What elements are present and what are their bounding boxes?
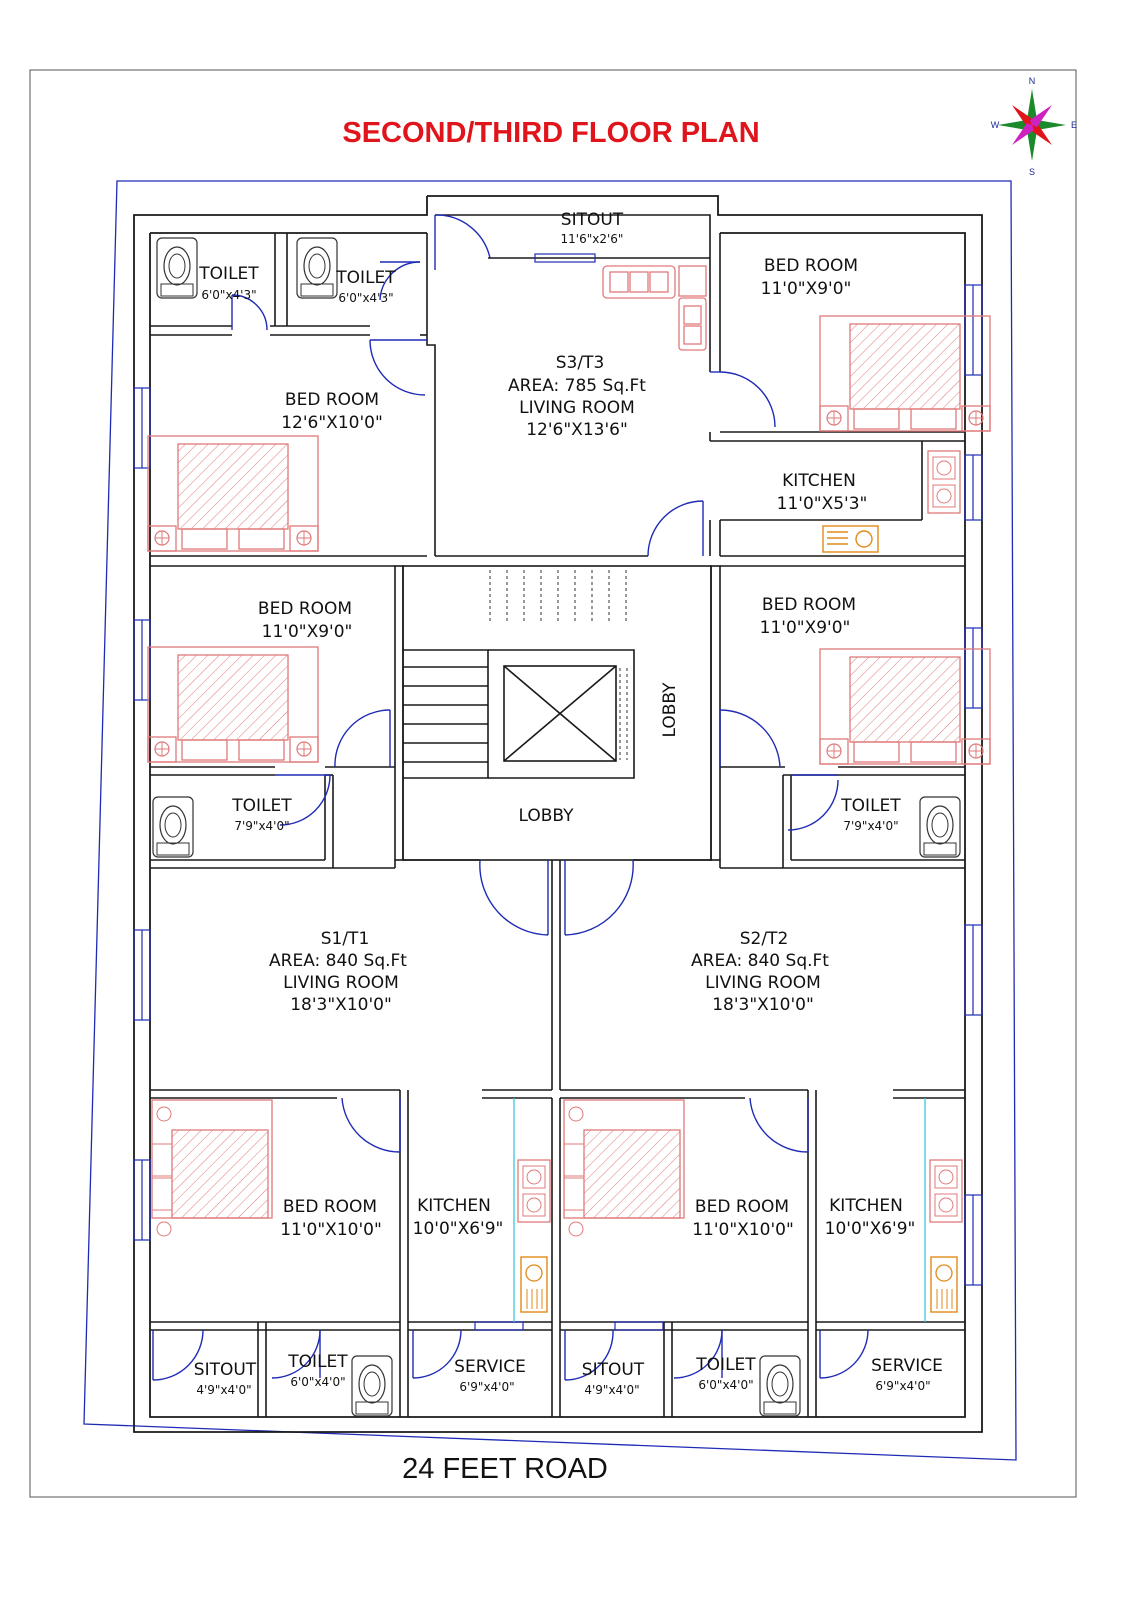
sheet-border bbox=[29, 69, 1077, 1498]
wc-icon bbox=[152, 796, 194, 858]
stove-icon bbox=[517, 1159, 551, 1223]
room-name: SITOUT bbox=[582, 1360, 645, 1380]
wc-icon bbox=[156, 237, 198, 299]
road-label: 24 FEET ROAD bbox=[402, 1453, 608, 1485]
room-size: 11'0"X9'0" bbox=[760, 618, 851, 638]
sink-icon bbox=[930, 1256, 958, 1313]
interior-walls bbox=[150, 214, 965, 1417]
room-name: TOILET bbox=[287, 1352, 348, 1372]
room-name: SERVICE bbox=[871, 1356, 943, 1376]
lobby-railing bbox=[489, 570, 628, 760]
room-size: 18'3"X10'0" bbox=[712, 995, 814, 1015]
room-size: 6'9"x4'0" bbox=[875, 1379, 930, 1393]
unit-area: AREA: 840 Sq.Ft bbox=[269, 951, 407, 971]
room-name: BED ROOM bbox=[258, 599, 352, 619]
room-name: SITOUT bbox=[194, 1360, 257, 1380]
bed-icon bbox=[147, 435, 319, 552]
plan-title: SECOND/THIRD FLOOR PLAN bbox=[342, 117, 759, 149]
room-name: LIVING ROOM bbox=[705, 973, 821, 993]
unit-id: S3/T3 bbox=[556, 353, 605, 373]
unit-area: AREA: 785 Sq.Ft bbox=[508, 376, 646, 396]
room-name: BED ROOM bbox=[283, 1197, 377, 1217]
room-size: 6'0"x4'0" bbox=[698, 1378, 753, 1392]
room-name: TOILET bbox=[840, 796, 901, 816]
room-size: 7'9"x4'0" bbox=[234, 819, 289, 833]
room-name: LOBBY bbox=[518, 806, 574, 826]
room-size: 10'0"X6'9" bbox=[413, 1219, 504, 1239]
sofa-icon bbox=[602, 265, 707, 351]
sink-icon bbox=[520, 1256, 548, 1313]
room-name: SERVICE bbox=[454, 1357, 526, 1377]
windows bbox=[133, 253, 983, 1331]
wc-icon bbox=[296, 237, 338, 299]
stove-icon bbox=[927, 450, 961, 514]
bed-icon bbox=[563, 1099, 685, 1237]
glass-partitions bbox=[513, 1098, 926, 1322]
room-size: 4'9"x4'0" bbox=[584, 1383, 639, 1397]
bed-icon bbox=[151, 1099, 273, 1237]
sink-icon bbox=[822, 525, 879, 553]
room-size: 11'6"x2'6" bbox=[561, 232, 624, 246]
room-name: TOILET bbox=[695, 1355, 756, 1375]
room-size: 11'0"X5'3" bbox=[777, 494, 868, 514]
door-swings bbox=[152, 214, 869, 1381]
wc-icon bbox=[351, 1355, 393, 1417]
compass-north-label: N bbox=[1029, 76, 1036, 86]
compass-east-label: E bbox=[1071, 120, 1077, 130]
room-labels: SITOUT 11'6"x2'6" TOILET 6'0"x4'3" TOILE… bbox=[194, 210, 943, 1397]
wc-icon bbox=[759, 1355, 801, 1417]
compass-south-label: S bbox=[1029, 167, 1035, 177]
room-name: TOILET bbox=[231, 796, 292, 816]
room-size: 6'9"x4'0" bbox=[459, 1380, 514, 1394]
compass-west-label: W bbox=[991, 120, 1000, 130]
stove-icon bbox=[929, 1159, 963, 1223]
exterior-walls bbox=[133, 195, 983, 1433]
room-name: BED ROOM bbox=[762, 595, 856, 615]
room-size: 7'9"x4'0" bbox=[843, 819, 898, 833]
room-size: 11'0"X10'0" bbox=[280, 1220, 382, 1240]
room-name: BED ROOM bbox=[285, 390, 379, 410]
unit-area: AREA: 840 Sq.Ft bbox=[691, 951, 829, 971]
room-name: LIVING ROOM bbox=[283, 973, 399, 993]
unit-id: S1/T1 bbox=[321, 929, 370, 949]
room-size: 18'3"X10'0" bbox=[290, 995, 392, 1015]
room-size: 4'9"x4'0" bbox=[196, 1383, 251, 1397]
unit-id: S2/T2 bbox=[740, 929, 789, 949]
room-name: KITCHEN bbox=[782, 471, 856, 491]
room-size: 11'0"X9'0" bbox=[761, 279, 852, 299]
room-size: 6'0"x4'3" bbox=[201, 288, 256, 302]
room-name: KITCHEN bbox=[829, 1196, 903, 1216]
room-name: SITOUT bbox=[561, 210, 624, 230]
room-name: BED ROOM bbox=[764, 256, 858, 276]
wc-icon bbox=[919, 796, 961, 858]
plot-boundary bbox=[83, 180, 1017, 1461]
room-size: 12'6"X10'0" bbox=[281, 413, 383, 433]
room-name: KITCHEN bbox=[417, 1196, 491, 1216]
room-size: 11'0"X10'0" bbox=[692, 1220, 794, 1240]
room-size: 12'6"X13'6" bbox=[526, 420, 628, 440]
room-name: TOILET bbox=[335, 268, 396, 288]
room-name: TOILET bbox=[198, 264, 259, 284]
bed-icon bbox=[147, 646, 319, 763]
room-size: 11'0"X9'0" bbox=[262, 622, 353, 642]
room-name: LIVING ROOM bbox=[519, 398, 635, 418]
room-size: 6'0"x4'3" bbox=[338, 291, 393, 305]
room-size: 10'0"X6'9" bbox=[825, 1219, 916, 1239]
room-name: LOBBY bbox=[660, 682, 680, 738]
room-name: BED ROOM bbox=[695, 1197, 789, 1217]
compass-rose-icon: N S E W bbox=[991, 76, 1077, 177]
room-size: 6'0"x4'0" bbox=[290, 1375, 345, 1389]
